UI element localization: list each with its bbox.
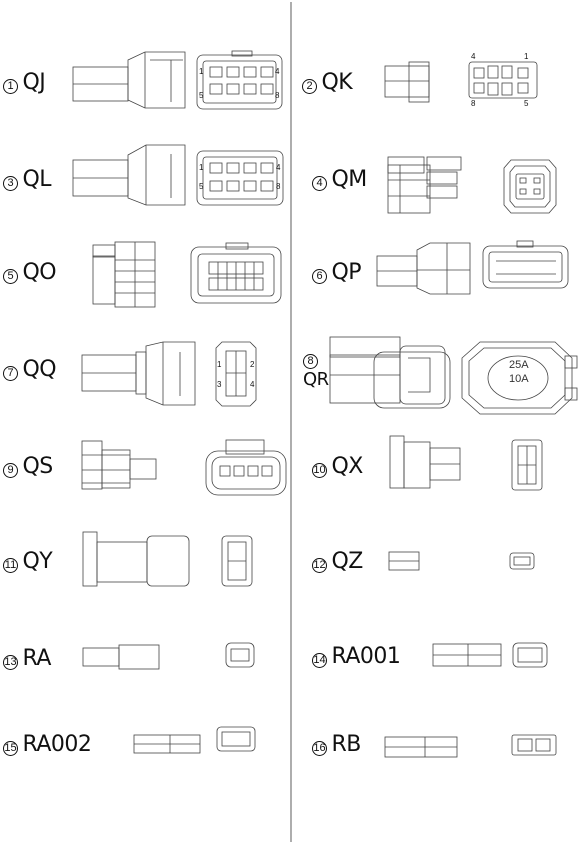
- connector-ql: 3 QL: [3, 167, 52, 192]
- drawing-ra-face: [225, 642, 255, 668]
- pin-label: 4: [276, 163, 281, 172]
- drawing-rb-face: [511, 734, 557, 756]
- drawing-qm-face: [503, 159, 557, 214]
- pin-label: 5: [199, 91, 204, 100]
- pin-label: 5: [199, 182, 204, 191]
- connector-ra002: 15 RA002: [3, 732, 92, 757]
- drawing-qs-side: [81, 440, 157, 490]
- connector-qj: 1 QJ: [3, 70, 46, 95]
- drawing-qr-face: [461, 341, 578, 415]
- pin-label: 3: [217, 380, 222, 389]
- drawing-qo-side: [92, 241, 156, 308]
- pin-label: 5: [524, 99, 529, 108]
- drawing-qo-face: [190, 242, 282, 304]
- drawing-qr-side: [329, 336, 451, 409]
- drawing-qy-face: [221, 535, 253, 587]
- pin-label: 4: [471, 52, 476, 61]
- drawing-ra-side: [82, 644, 160, 670]
- drawing-ra001-side: [432, 643, 502, 667]
- pin-label: 1: [524, 52, 529, 61]
- pin-label: 1: [217, 360, 222, 369]
- drawing-ra002-side: [133, 734, 201, 754]
- drawing-qz-face: [509, 552, 535, 570]
- drawing-qx-face: [511, 439, 543, 491]
- drawing-qk-side: [384, 61, 430, 103]
- drawing-qp-side: [376, 242, 471, 295]
- connector-qq: 7 QQ: [3, 357, 57, 382]
- connector-ra001: 14 RA001: [312, 644, 401, 669]
- drawing-qs-face: [205, 439, 287, 496]
- connector-qp: 6 QP: [312, 260, 362, 285]
- connector-qz: 12 QZ: [312, 549, 363, 574]
- drawing-qp-face: [482, 240, 569, 289]
- drawing-qm-side: [387, 156, 462, 214]
- drawing-qq-face: [215, 341, 257, 407]
- fuse-rating: 25A: [509, 359, 529, 371]
- drawing-qj-side: [72, 51, 186, 109]
- connector-qs: 9 QS: [3, 454, 53, 479]
- pin-label: 1: [199, 67, 204, 76]
- pin-label: 8: [471, 99, 476, 108]
- connector-qo: 5 QO: [3, 260, 57, 285]
- pin-label: 4: [250, 380, 255, 389]
- drawing-ql-face: [196, 150, 284, 206]
- drawing-ql-side: [72, 144, 186, 206]
- fuse-rating: 10A: [509, 373, 529, 385]
- connector-rb: 16 RB: [312, 732, 361, 757]
- connector-ra: 13 RA: [3, 646, 51, 671]
- drawing-qq-side: [81, 341, 196, 406]
- drawing-ra002-face: [216, 726, 256, 752]
- pin-label: 8: [275, 91, 280, 100]
- connector-qm: 4 QM: [312, 167, 367, 192]
- drawing-qk-face: [468, 61, 538, 99]
- drawing-rb-side: [384, 736, 458, 758]
- pin-label: 2: [250, 360, 255, 369]
- drawing-qj-face: [196, 50, 283, 110]
- drawing-qz-side: [388, 551, 420, 571]
- pin-label: 8: [276, 182, 281, 191]
- pin-label: 4: [275, 67, 280, 76]
- drawing-qx-side: [389, 435, 461, 489]
- drawing-ra001-face: [512, 642, 548, 668]
- pin-label: 1: [199, 163, 204, 172]
- connector-qk: 2 QK: [302, 70, 353, 95]
- connector-qy: 11 QY: [3, 549, 53, 574]
- connector-qx: 10 QX: [312, 454, 363, 479]
- drawing-qy-side: [82, 531, 190, 587]
